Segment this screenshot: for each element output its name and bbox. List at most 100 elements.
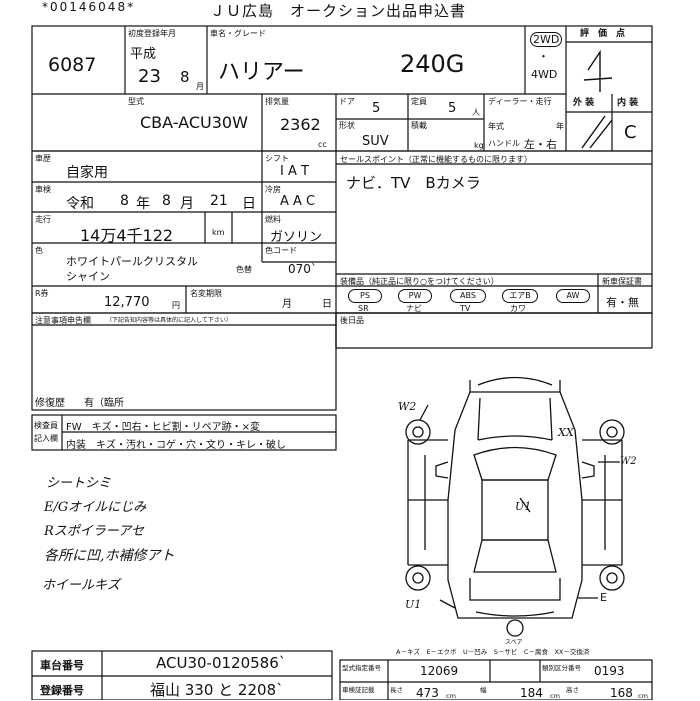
new-car-warranty-value: 有・無 — [606, 296, 639, 309]
capacity-label: 定員 — [411, 97, 427, 106]
mileage-label: 走行 — [35, 215, 51, 224]
inspector-label-2: 記入欄 — [34, 434, 58, 443]
mileage-value: 14万4千122 — [80, 226, 174, 245]
inspect-row-exterior: FW キズ・凹右・ヒビ割・リペア跡・×変 — [66, 422, 261, 433]
fuel-value: ガソリン — [270, 230, 323, 245]
displacement-label: 排気量 — [265, 97, 289, 106]
category-label: 類別区分番号 — [542, 664, 581, 672]
color-label: 色 — [35, 246, 43, 255]
recycle-label: R券 — [35, 289, 49, 298]
width-value: 184 — [520, 686, 543, 700]
equipment-label: 装備品（純正品に限り○をつけてください） — [340, 277, 499, 286]
equip-tv: TV — [460, 304, 471, 313]
color-code-label: 色コード — [265, 246, 297, 255]
shift-label: シフト — [265, 154, 289, 163]
mark-u1-roof: U1 — [515, 500, 532, 513]
aftermarket-label: 後日品 — [340, 316, 364, 325]
plate-value: 福山 330 と 2208` — [150, 681, 284, 699]
model-grade: 240G — [400, 50, 465, 78]
handle-value: 左・右 — [524, 138, 557, 151]
inspection-era: 令和 — [66, 196, 94, 212]
mark-u1-rear: U1 — [405, 598, 422, 611]
mark-xx: XX — [558, 426, 574, 439]
color-change-label: 色替 — [236, 265, 252, 274]
usage-value: 自家用 — [66, 165, 108, 181]
equip-navi: ナビ — [406, 304, 422, 313]
usage-label: 車歴 — [35, 154, 51, 163]
color-name-2: シャイン — [66, 270, 110, 283]
dims-label: 車検証記載 — [342, 686, 375, 694]
inspection-year: 8 — [120, 193, 129, 209]
serial-number: *00146048* — [42, 0, 136, 14]
inspector-label-1: 検査員 — [34, 421, 58, 430]
new-car-warranty-label: 新車保証書 — [602, 277, 642, 286]
mileage-unit: km — [212, 228, 225, 237]
repair-value: 有（臨所 — [84, 398, 124, 409]
inspect-row-interior: 内装 キズ・汚れ・コゲ・穴・文り・キレ・破し — [66, 440, 286, 451]
width-unit: cm — [550, 692, 560, 700]
equip-airbag: エアB — [502, 289, 538, 303]
displacement-unit: cc — [318, 140, 327, 149]
height-label: 高さ — [566, 686, 579, 694]
score-label: 評 価 点 — [580, 29, 626, 39]
color-code: 070` — [288, 262, 317, 276]
shift-value: I A T — [280, 164, 309, 179]
notes-sub: （下記告知内容等は具体的に記入して下さい） — [106, 317, 232, 324]
transfer-month: 月 — [282, 299, 292, 310]
category-value: 0193 — [594, 664, 625, 678]
mark-e: E — [600, 591, 607, 604]
inspection-label: 車検 — [35, 185, 51, 194]
hand-note-1: シートシミ — [46, 476, 112, 491]
aircon-label: 冷房 — [265, 185, 281, 194]
inspection-year-unit: 年 — [136, 196, 150, 212]
first-reg-month-unit: 月 — [196, 82, 204, 91]
type-value: CBA-ACU30W — [140, 113, 248, 132]
equip-aw: AW — [556, 289, 590, 303]
exterior-label: 外 装 — [573, 98, 595, 108]
car-diagram — [405, 376, 625, 637]
transfer-day: 日 — [322, 299, 332, 310]
displacement-value: 2362 — [280, 115, 321, 134]
first-reg-label: 初度登録年月 — [128, 29, 176, 38]
doors-label: ドア — [339, 97, 355, 106]
interior-grade: C — [624, 122, 637, 143]
first-reg-year: 23 — [138, 66, 161, 87]
model-name: ハリアー — [218, 60, 305, 85]
shape-label: 形状 — [339, 121, 355, 130]
inspection-month: 8 — [162, 193, 171, 209]
aircon-value: A A C — [280, 194, 316, 209]
hand-note-3: Rスポイラーアセ — [44, 524, 145, 539]
capacity-value: 5 — [448, 101, 457, 116]
hand-note-2: E/Gオイルにじみ — [44, 500, 147, 515]
drive-2wd: 2WD — [530, 32, 563, 47]
sales-points-value: ナビ．TV Bカメラ — [346, 174, 481, 192]
equip-ps: PS — [348, 289, 382, 303]
handle-label: ハンドル — [488, 139, 520, 148]
length-value: 473 — [416, 686, 439, 700]
shape-value: SUV — [362, 134, 389, 149]
model-year-sub: 年 — [556, 122, 564, 131]
width-label: 幅 — [480, 686, 487, 694]
type-label: 型式 — [128, 97, 144, 106]
inspection-day: 21 — [210, 193, 228, 209]
height-value: 168 — [610, 686, 633, 700]
chassis-label: 車台番号 — [40, 659, 84, 672]
chassis-value: ACU30-0120586` — [156, 654, 287, 672]
damage-legend: A－キズ E－エクボ U－凹み S－サビ C－腐食 XX－交換済 — [396, 648, 590, 656]
model-spec-value: 12069 — [420, 664, 459, 678]
first-reg-era: 平成 — [130, 47, 157, 62]
repair-label: 修復歴 — [35, 398, 65, 409]
model-spec-label: 型式指定番号 — [342, 664, 381, 672]
mark-w2-front: W2 — [398, 400, 417, 413]
drive-dot: ・ — [538, 50, 549, 63]
lot-number: 6087 — [48, 54, 97, 76]
equip-abs: ABS — [450, 289, 486, 303]
hand-note-5: ホイールキズ — [42, 578, 121, 593]
equip-pw: PW — [398, 289, 432, 303]
color-name-1: ホワイトパールクリスタル — [66, 255, 198, 268]
model-year-label: 年式 — [488, 122, 504, 131]
cargo-label: 積載 — [411, 121, 427, 130]
dealer-label: ディーラー・走行 — [488, 97, 552, 106]
fuel-label: 燃料 — [265, 215, 281, 224]
plate-label: 登録番号 — [40, 684, 84, 697]
